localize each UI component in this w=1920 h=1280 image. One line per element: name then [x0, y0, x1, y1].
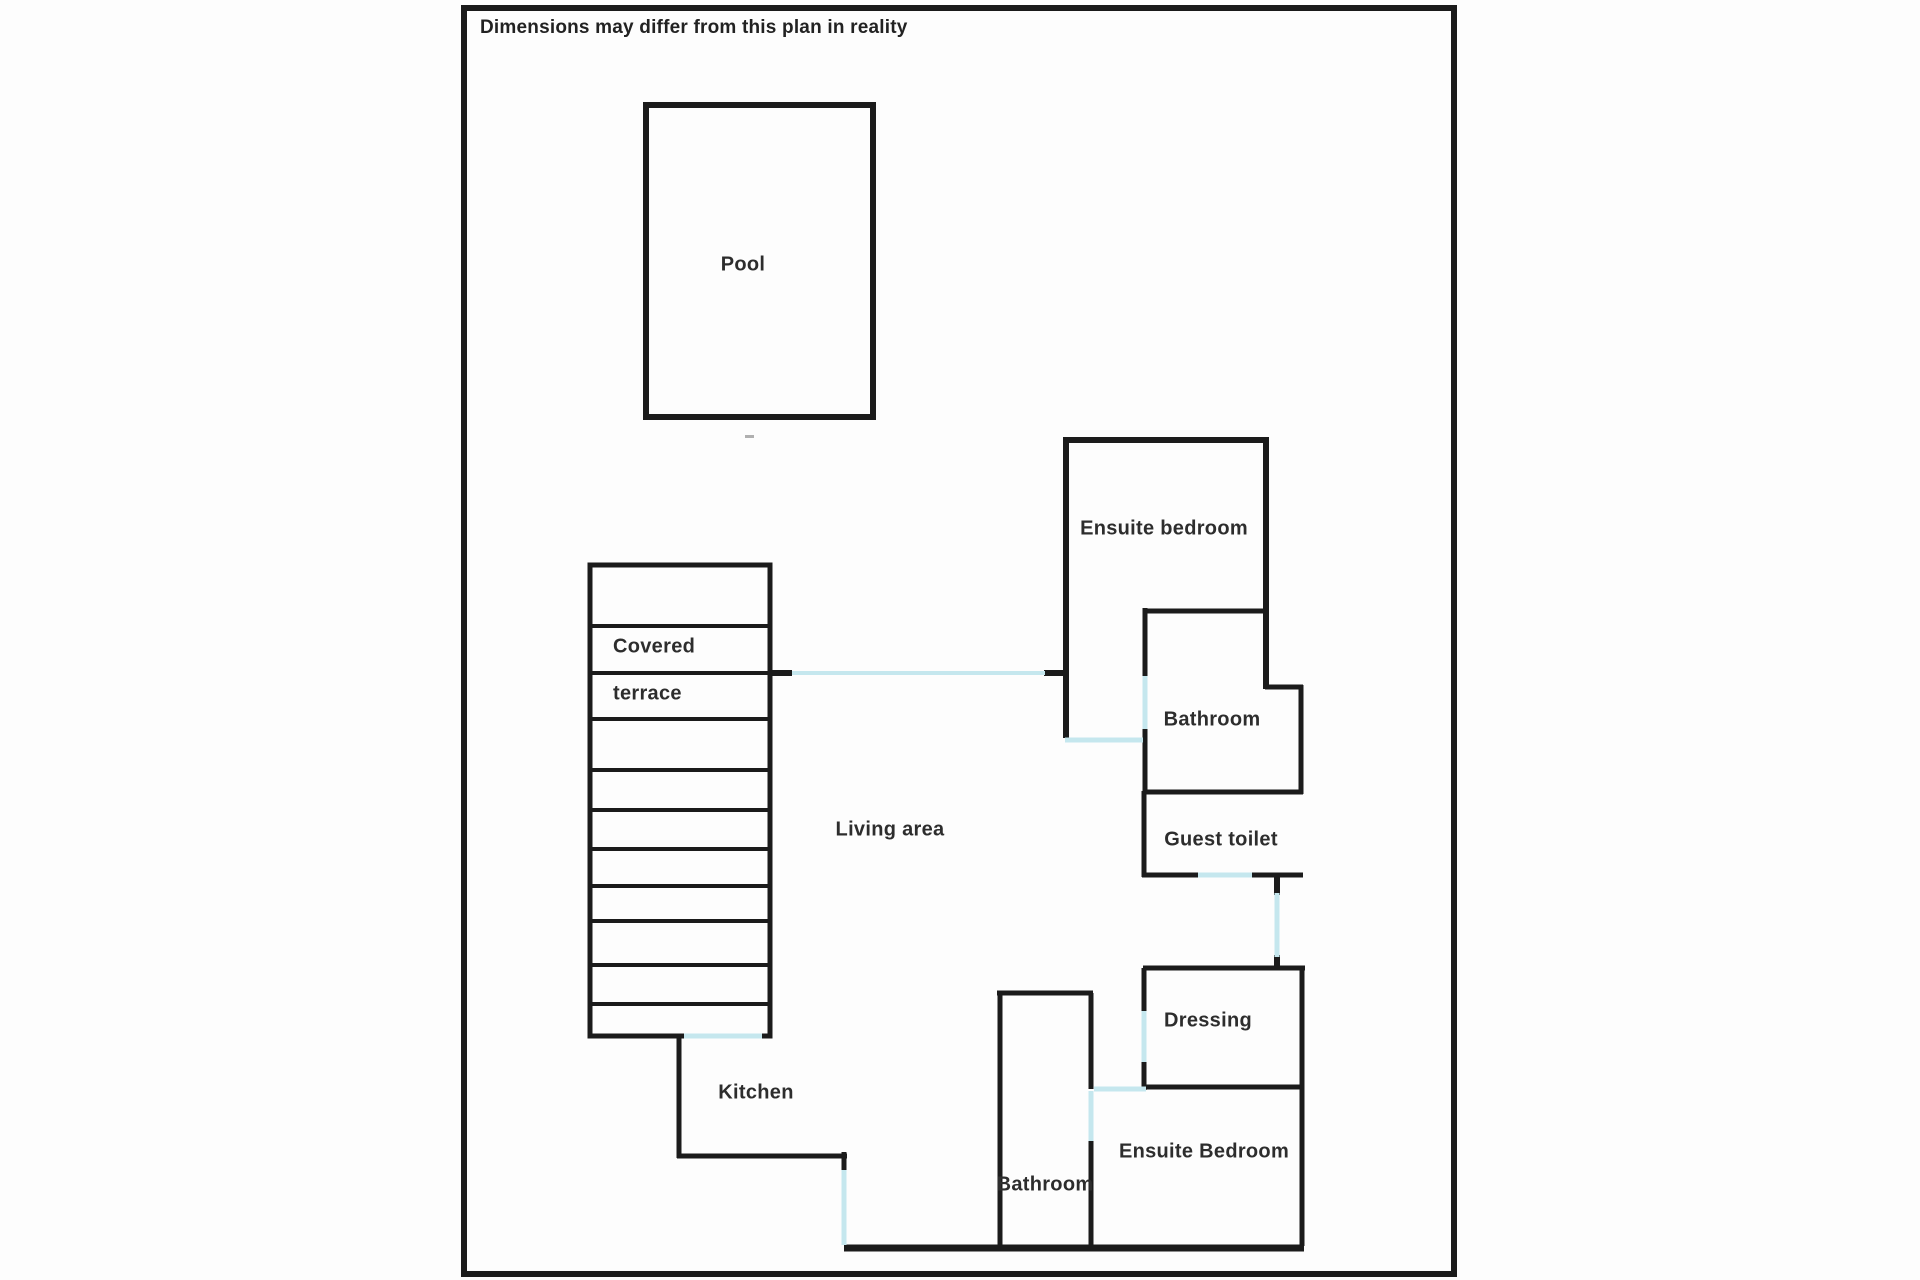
room-label-living-area: Living area [835, 818, 945, 841]
terrace-slats [590, 624, 770, 1006]
disclaimer-text: Dimensions may differ from this plan in … [480, 17, 908, 38]
room-label-covered-terrace-line1: Covered [613, 635, 696, 658]
room-label-bathroom-bottom: Bathroom [996, 1173, 1094, 1196]
room-label-covered-terrace-line2: terrace [613, 682, 682, 705]
room-label-ensuite-bedroom-top: Ensuite bedroom [1080, 517, 1248, 540]
door-openings [684, 671, 1280, 1245]
room-label-pool: Pool [720, 253, 766, 276]
room-label-bathroom-top: Bathroom [1163, 708, 1261, 731]
outer-border [461, 5, 1457, 1277]
room-label-dressing: Dressing [1164, 1009, 1252, 1032]
pool-outline [643, 102, 876, 420]
room-label-kitchen: Kitchen [718, 1081, 794, 1104]
room-label-ensuite-bedroom-bottom: Ensuite Bedroom [1118, 1140, 1290, 1163]
interior-walls [676, 437, 1305, 1252]
stray-mark [745, 435, 754, 438]
room-label-guest-toilet: Guest toilet [1164, 828, 1278, 851]
